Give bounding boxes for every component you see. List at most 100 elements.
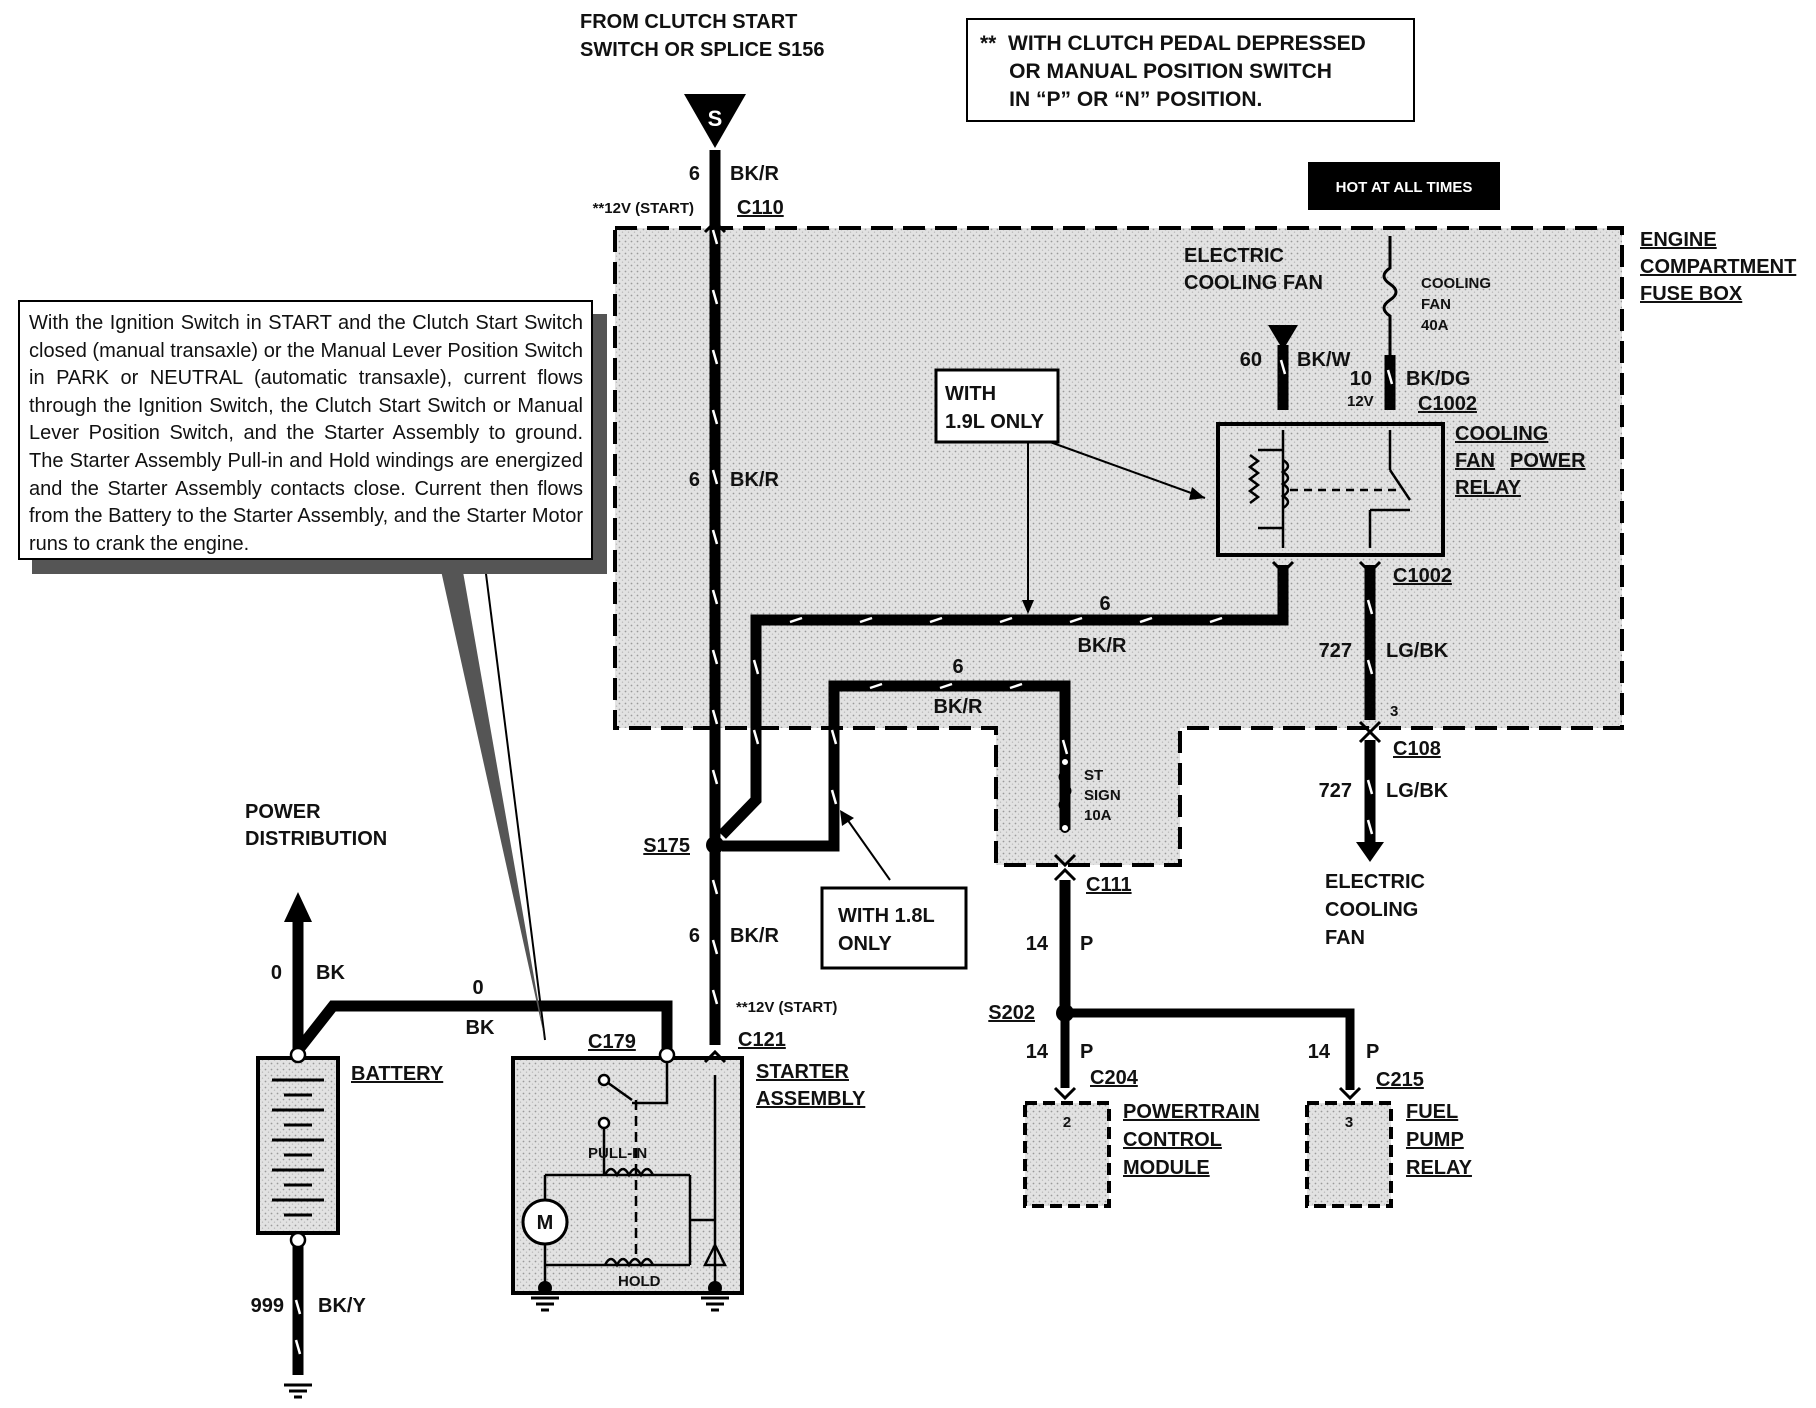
power-dist-arrow: [284, 892, 312, 922]
volt-start-top: **12V (START): [593, 200, 694, 217]
terminals: [289, 1046, 676, 1249]
fan-out-label-1: ELECTRIC: [1325, 871, 1425, 893]
with-19l-label-1: WITH: [945, 383, 996, 405]
c1002-bottom: C1002: [1393, 565, 1452, 587]
cooling-fan-fuse-label-1: COOLING: [1421, 275, 1491, 292]
w14a-num: 14: [1026, 933, 1049, 955]
st-sign-label-1: ST: [1084, 767, 1103, 784]
with-18l-label-1: WITH 1.8L: [838, 905, 935, 927]
c108-pin: 3: [1390, 703, 1398, 720]
c121: C121: [738, 1029, 786, 1051]
bk0-color: BK: [316, 962, 345, 984]
bk0-num: 0: [271, 962, 282, 984]
c1002-top: C1002: [1418, 393, 1477, 415]
c179: C179: [588, 1031, 636, 1053]
with-19l-callout-box: [934, 368, 1060, 444]
c204: C204: [1090, 1067, 1139, 1089]
pcm-label-3: MODULE: [1123, 1157, 1210, 1179]
w14c-num: 14: [1308, 1041, 1331, 1063]
wire-flecks: [294, 229, 1394, 1355]
pcm-label-2: CONTROL: [1123, 1129, 1222, 1151]
splice-s156-triangle: [684, 94, 746, 148]
top-wire-num: 6: [689, 163, 700, 185]
h1-num: 6: [1099, 593, 1110, 615]
splice-s-symbol: S: [708, 106, 723, 131]
relay-label-3: RELAY: [1455, 477, 1522, 499]
w999-color: BK/Y: [318, 1295, 366, 1317]
fpr-label-2: PUMP: [1406, 1129, 1464, 1151]
splice-s202-dot: [1056, 1004, 1074, 1022]
relay-internals: [1247, 430, 1412, 548]
fuse-box-label-1: ENGINE: [1640, 229, 1717, 251]
motor-m: M: [537, 1212, 554, 1234]
with-19l-label-2: 1.9L ONLY: [945, 411, 1045, 433]
fpr-label-3: RELAY: [1406, 1157, 1473, 1179]
relay-box: [1216, 422, 1445, 557]
starter-label-2: ASSEMBLY: [756, 1088, 866, 1110]
w999-num: 999: [251, 1295, 284, 1317]
power-dist-2: DISTRIBUTION: [245, 828, 387, 850]
s202-label: S202: [988, 1002, 1035, 1024]
lower-wire-color: BK/R: [730, 925, 779, 947]
relay-label-2b: POWER: [1510, 450, 1586, 472]
bk0h-color: BK: [466, 1017, 495, 1039]
from-label-1: FROM CLUTCH START: [580, 11, 797, 33]
starter-label-1: STARTER: [756, 1061, 850, 1083]
relay-label-2a: FAN: [1455, 450, 1495, 472]
cooling-fan-fuse: [1382, 236, 1398, 355]
fpr-label-1: FUEL: [1406, 1101, 1458, 1123]
w10-num: 10: [1350, 368, 1372, 390]
volt-start-bottom: **12V (START): [736, 999, 837, 1016]
fan-out-arrow: [1356, 842, 1384, 862]
fuse-box-outline: [613, 226, 1624, 867]
battery-label: BATTERY: [351, 1063, 444, 1085]
pcm-pin: 2: [1063, 1114, 1071, 1131]
mid-wire-color: BK/R: [730, 469, 779, 491]
c111: C111: [1086, 874, 1132, 896]
fan-out-label-2: COOLING: [1325, 899, 1418, 921]
w727a-num: 727: [1319, 640, 1352, 662]
connector-chevrons: [703, 219, 1382, 1101]
fan-fuse-title-1: ELECTRIC: [1184, 245, 1284, 267]
st-sign-label-3: 10A: [1084, 807, 1112, 824]
c110: C110: [737, 197, 784, 219]
h1-color: BK/R: [1078, 635, 1127, 657]
note-line-2: OR MANUAL POSITION SWITCH: [980, 60, 1332, 83]
with-18l-callout-box: [820, 886, 968, 970]
mid-wire-num: 6: [689, 469, 700, 491]
with-18l-label-2: ONLY: [838, 933, 892, 955]
description-callout: With the Ignition Switch in START and th…: [18, 300, 593, 560]
hot-at-all-times-bar: [1308, 162, 1500, 210]
relay-label-1: COOLING: [1455, 423, 1548, 445]
fan-fuse-title-2: COOLING FAN: [1184, 272, 1323, 294]
starter-ground-dot-2: [708, 1281, 722, 1295]
battery-body: [256, 1056, 340, 1235]
h2-num: 6: [952, 656, 963, 678]
w14a-color: P: [1080, 933, 1093, 955]
w60-color: BK/W: [1297, 349, 1350, 371]
w14b-color: P: [1080, 1041, 1093, 1063]
w727a-color: LG/BK: [1386, 640, 1449, 662]
w727b-color: LG/BK: [1386, 780, 1449, 802]
splice-s175-dot: [706, 836, 724, 854]
ground-symbols: [284, 1296, 729, 1399]
pull-in-label: PULL-IN: [588, 1145, 647, 1162]
starter-motor-icon: [521, 1198, 569, 1246]
hot-at-all-times: HOT AT ALL TIMES: [1336, 179, 1473, 196]
fuse-box-label-2: COMPARTMENT: [1640, 256, 1796, 278]
pcm-box: [1023, 1101, 1111, 1208]
cooling-fan-fuse-label-2: FAN: [1421, 296, 1451, 313]
c215: C215: [1376, 1069, 1424, 1091]
callout-pointers: [484, 441, 1206, 1041]
note-box: ** WITH CLUTCH PEDAL DEPRESSED OR MANUAL…: [966, 18, 1415, 122]
w60-arrow: [1268, 325, 1298, 350]
w14c-color: P: [1366, 1041, 1379, 1063]
st-sign-fuse: [1058, 768, 1072, 814]
hold-label: HOLD: [618, 1273, 661, 1290]
fpr-pin: 3: [1345, 1114, 1353, 1131]
cooling-fan-fuse-label-3: 40A: [1421, 317, 1449, 334]
starter-internals: [543, 1062, 728, 1288]
fan-out-label-3: FAN: [1325, 927, 1365, 949]
w727b-num: 727: [1319, 780, 1352, 802]
